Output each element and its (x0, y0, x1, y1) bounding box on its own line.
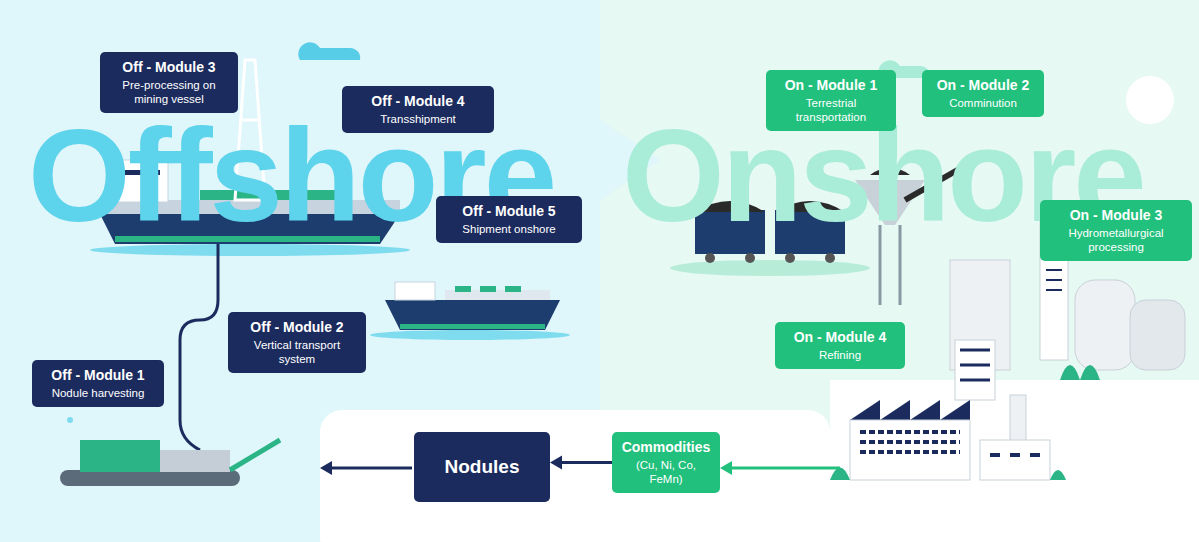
module-box: On - Module 1 Terrestrial transportation (766, 70, 896, 131)
module-box: On - Module 3 Hydrometallurgical processi… (1040, 200, 1192, 261)
box-heading: On - Module 2 (930, 77, 1036, 94)
module-box: Off - Module 2 Vertical transport system (228, 312, 366, 373)
arrow-head (550, 456, 562, 470)
module-box: Commodities (Cu, Ni, Co, FeMn) (612, 432, 720, 493)
box-heading: Commodities (620, 439, 712, 456)
box-body: Nodule harvesting (40, 386, 156, 400)
box-heading: On - Module 1 (774, 77, 888, 94)
box-heading: Off - Module 1 (40, 367, 156, 384)
box-heading: On - Module 3 (1048, 207, 1184, 224)
box-body: Pre-processing on mining vessel (108, 78, 230, 106)
box-heading: Nodules (445, 456, 520, 478)
box-body: Refining (783, 348, 897, 362)
box-heading: Off - Module 5 (444, 203, 574, 220)
box-body: Comminution (930, 96, 1036, 110)
box-heading: Off - Module 3 (108, 59, 230, 76)
module-box: Off - Module 1 Nodule harvesting (32, 360, 164, 407)
nodules-box: Nodules (414, 432, 550, 502)
flow-arrow (562, 461, 612, 464)
module-box: Off - Module 4 Transshipment (342, 86, 494, 133)
box-body: Vertical transport system (236, 338, 358, 366)
box-body: Transshipment (350, 112, 486, 126)
box-body: Terrestrial transportation (774, 96, 888, 124)
module-box: On - Module 2 Comminution (922, 70, 1044, 117)
box-body: (Cu, Ni, Co, FeMn) (620, 458, 712, 486)
box-body: Shipment onshore (444, 222, 574, 236)
box-heading: Off - Module 4 (350, 93, 486, 110)
box-body: Hydrometallurgical processing (1048, 226, 1184, 254)
box-heading: On - Module 4 (783, 329, 897, 346)
module-box: Off - Module 3 Pre-processing on mining v… (100, 52, 238, 113)
box-heading: Off - Module 2 (236, 319, 358, 336)
module-box: Off - Module 5 Shipment onshore (436, 196, 582, 243)
module-box: On - Module 4 Refining (775, 322, 905, 369)
